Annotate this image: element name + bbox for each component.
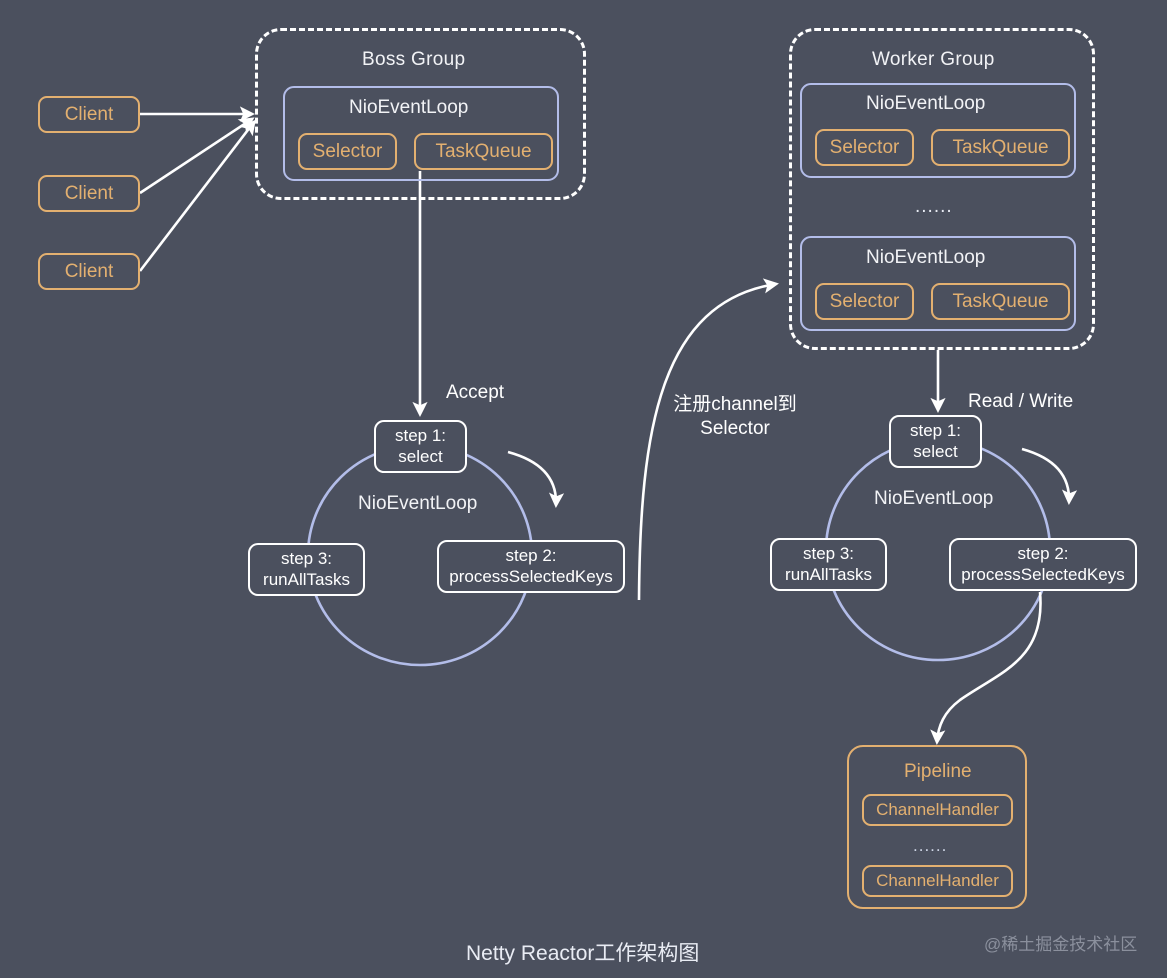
worker-group-ellipsis: ...... bbox=[915, 196, 953, 217]
selector-label: Selector bbox=[312, 140, 383, 162]
worker-event-loop-box-1[interactable] bbox=[800, 83, 1076, 178]
register-channel-arrow bbox=[637, 278, 779, 601]
boss-selector-box[interactable]: Selector bbox=[298, 133, 397, 170]
pipeline-ellipsis: ...... bbox=[913, 836, 948, 855]
worker-to-pipeline-arrow bbox=[930, 591, 1042, 746]
boss-step-2-box[interactable]: step 2: processSelectedKeys bbox=[437, 540, 625, 593]
client-box-2[interactable]: Client bbox=[38, 175, 140, 212]
client-label: Client bbox=[64, 103, 114, 125]
client-box-1[interactable]: Client bbox=[38, 96, 140, 133]
worker-cycle-title: NioEventLoop bbox=[874, 488, 994, 509]
register-annotation-line-1: 注册channel到 bbox=[673, 394, 797, 415]
register-channel-annotation: 注册channel到 Selector bbox=[650, 393, 820, 441]
diagram-caption: Netty Reactor工作架构图 bbox=[466, 942, 700, 965]
boss-step1-to-step2-arrow bbox=[507, 450, 565, 509]
step-line-1: step 2: bbox=[1017, 544, 1069, 564]
task-queue-label: TaskQueue bbox=[952, 136, 1049, 158]
step-line-2: select bbox=[398, 446, 443, 466]
pipeline-title: Pipeline bbox=[904, 761, 972, 782]
client-box-3[interactable]: Client bbox=[38, 253, 140, 290]
worker-step-3-box[interactable]: step 3: runAllTasks bbox=[770, 538, 887, 591]
worker-event-loop-title: NioEventLoop bbox=[866, 93, 986, 114]
selector-label: Selector bbox=[829, 290, 900, 312]
step-line-1: step 1: bbox=[394, 426, 447, 446]
task-queue-label: TaskQueue bbox=[952, 290, 1049, 312]
boss-event-loop-title: NioEventLoop bbox=[349, 97, 469, 118]
boss-cycle-title: NioEventLoop bbox=[358, 493, 478, 514]
boss-task-queue-box[interactable]: TaskQueue bbox=[414, 133, 553, 170]
boss-step-3-box[interactable]: step 3: runAllTasks bbox=[248, 543, 365, 596]
worker-group-title: Worker Group bbox=[872, 49, 995, 70]
step-line-2: processSelectedKeys bbox=[449, 566, 613, 586]
boss-group-container bbox=[255, 28, 586, 200]
client3-to-boss-arrow bbox=[138, 119, 256, 272]
read-write-label: Read / Write bbox=[968, 391, 1074, 412]
watermark-label: @稀土掘金技术社区 bbox=[984, 935, 1138, 954]
step-line-2: runAllTasks bbox=[785, 564, 872, 584]
step-line-2: processSelectedKeys bbox=[961, 564, 1125, 584]
worker-selector-box-1[interactable]: Selector bbox=[815, 129, 914, 166]
channel-handler-label: ChannelHandler bbox=[876, 800, 999, 819]
worker-group-container bbox=[789, 28, 1095, 350]
channel-handler-label: ChannelHandler bbox=[876, 871, 999, 890]
task-queue-label: TaskQueue bbox=[435, 140, 532, 162]
accept-label: Accept bbox=[446, 382, 505, 403]
step-line-1: step 3: bbox=[280, 549, 333, 569]
step-line-2: runAllTasks bbox=[263, 569, 350, 589]
worker-step-1-box[interactable]: step 1: select bbox=[889, 415, 982, 468]
step-line-2: select bbox=[913, 441, 958, 461]
client-label: Client bbox=[64, 260, 114, 282]
worker-event-loop-title: NioEventLoop bbox=[866, 247, 986, 268]
channel-handler-box-2[interactable]: ChannelHandler bbox=[862, 865, 1013, 897]
step-line-1: step 2: bbox=[505, 546, 557, 566]
boss-step-1-box[interactable]: step 1: select bbox=[374, 420, 467, 473]
worker-task-queue-box-2[interactable]: TaskQueue bbox=[931, 283, 1070, 320]
worker-selector-box-2[interactable]: Selector bbox=[815, 283, 914, 320]
pipeline-container bbox=[847, 745, 1027, 909]
channel-handler-box-1[interactable]: ChannelHandler bbox=[862, 794, 1013, 826]
client-label: Client bbox=[64, 182, 114, 204]
worker-task-queue-box-1[interactable]: TaskQueue bbox=[931, 129, 1070, 166]
boss-event-loop-box[interactable] bbox=[283, 86, 559, 181]
worker-step1-to-step2-arrow bbox=[1021, 447, 1078, 506]
boss-group-title: Boss Group bbox=[362, 49, 466, 70]
selector-label: Selector bbox=[829, 136, 900, 158]
client2-to-boss-arrow bbox=[139, 117, 255, 195]
step-line-1: step 3: bbox=[802, 544, 855, 564]
worker-event-loop-box-2[interactable] bbox=[800, 236, 1076, 331]
step-line-1: step 1: bbox=[909, 421, 962, 441]
register-annotation-line-2: Selector bbox=[700, 417, 770, 439]
worker-step-2-box[interactable]: step 2: processSelectedKeys bbox=[949, 538, 1137, 591]
